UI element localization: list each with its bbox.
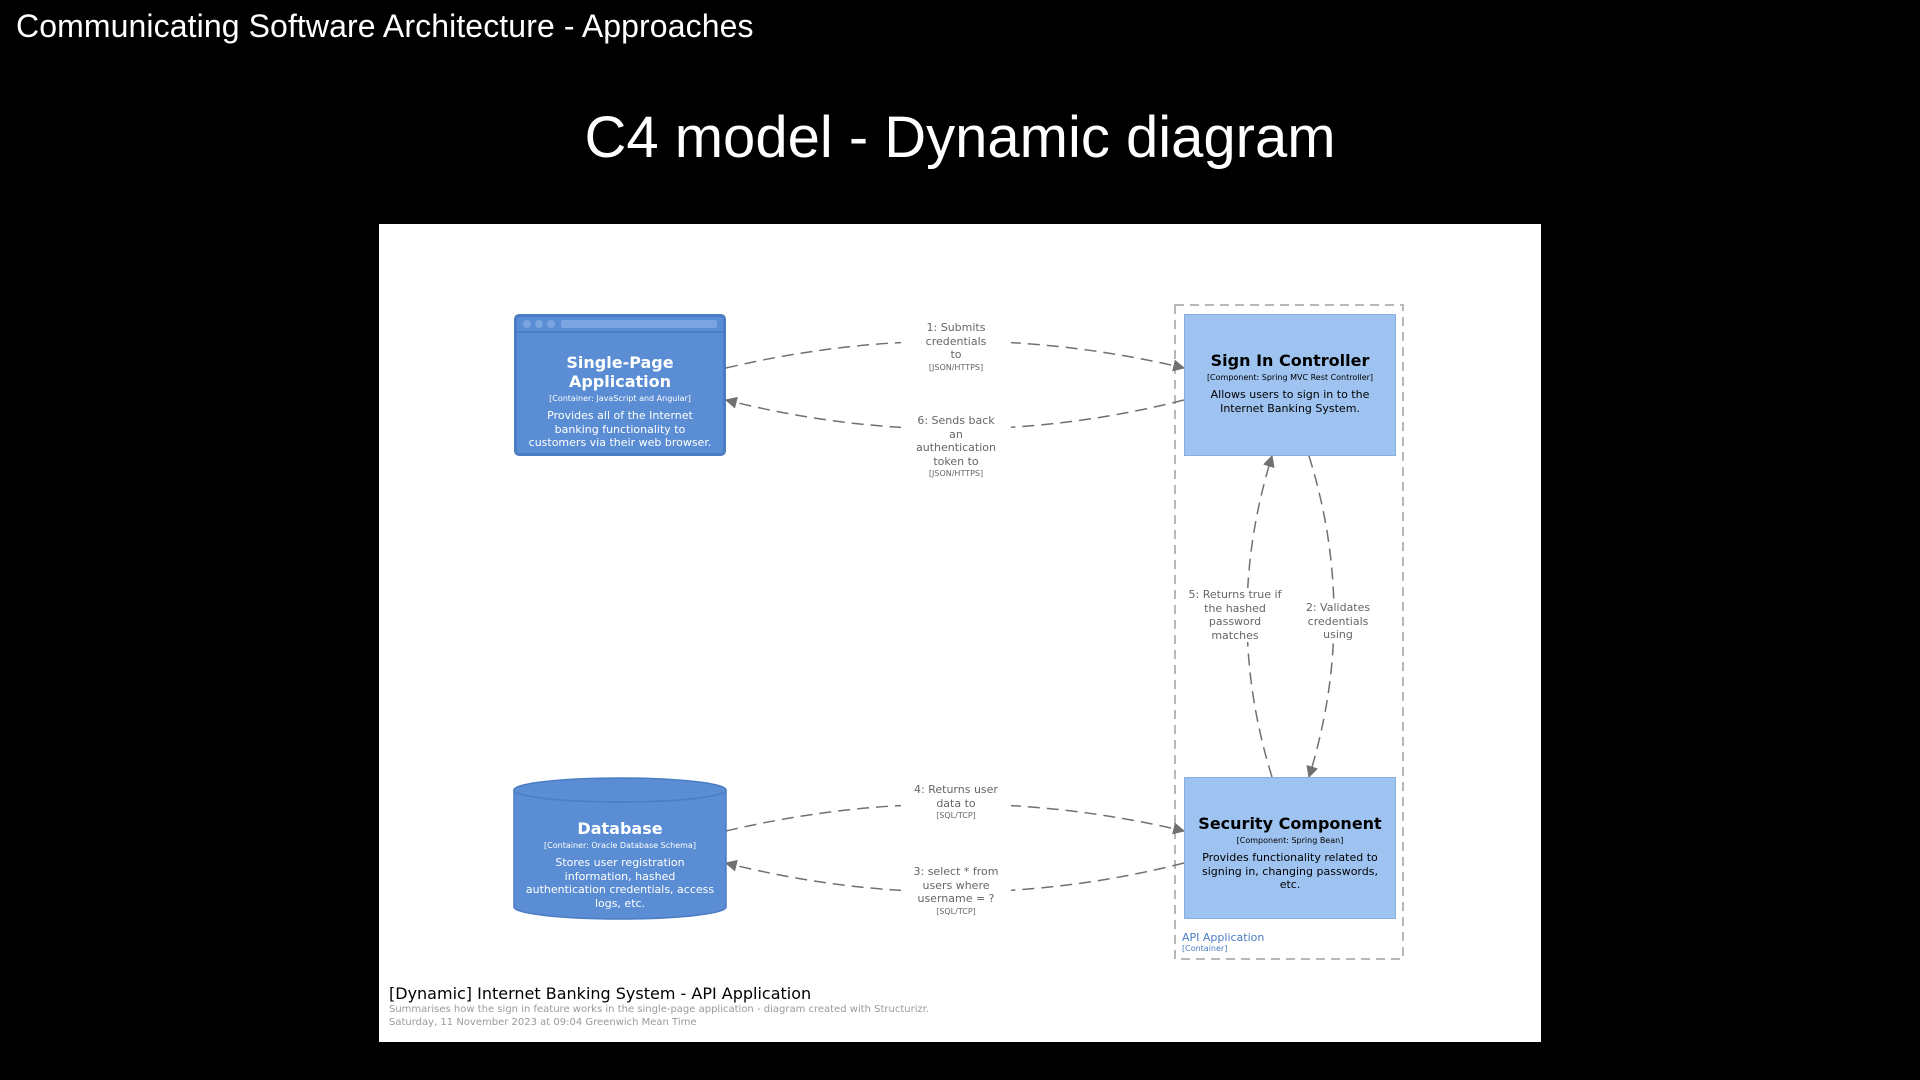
browser-address-bar xyxy=(561,320,717,328)
relationship-tech: [SQL/TCP] xyxy=(936,906,976,916)
relationship-text: 4: Returns user data to xyxy=(914,783,998,810)
security-component-node[interactable]: Security Component [Component: Spring Be… xyxy=(1184,777,1396,919)
relationship-text: 3: select * from users where username = … xyxy=(913,865,999,905)
relationship-tech: [JSON/HTTPS] xyxy=(928,469,984,478)
relationship-label-1: 1: Submits credentials to [JSON/HTTPS] xyxy=(901,321,1011,374)
diagram-canvas: Single-Page Application [Container: Java… xyxy=(379,224,1541,1042)
node-title: Database xyxy=(577,819,663,838)
browser-dot xyxy=(535,320,543,328)
node-title: Security Component xyxy=(1198,814,1382,833)
diagram-description: Summarises how the sign in feature works… xyxy=(389,1004,930,1015)
database-cylinder xyxy=(513,777,727,920)
single-page-application-node[interactable]: Single-Page Application [Container: Java… xyxy=(514,314,726,456)
node-description: Provides all of the Internet banking fun… xyxy=(528,409,712,449)
browser-bar xyxy=(517,317,723,333)
relationship-label-3: 3: select * from users where username = … xyxy=(901,865,1011,918)
node-title: Single-Page Application xyxy=(566,353,674,391)
browser-dot xyxy=(523,320,531,328)
relationship-tech: [JSON/HTTPS] xyxy=(928,362,984,372)
relationship-label-2: 2: Validates credentials using xyxy=(1297,601,1379,642)
relationship-text: 2: Validates credentials using xyxy=(1305,601,1371,641)
node-description: Provides functionality related to signin… xyxy=(1202,851,1378,891)
database-node[interactable]: Database [Container: Oracle Database Sch… xyxy=(514,777,726,919)
sign-in-controller-node[interactable]: Sign In Controller [Component: Spring MV… xyxy=(1184,314,1396,456)
browser-dot xyxy=(547,320,555,328)
node-title: Sign In Controller xyxy=(1210,351,1370,370)
boundary-type: [Container] xyxy=(1182,944,1228,953)
boundary-label: API Application [Container] xyxy=(1182,931,1264,953)
node-description: Allows users to sign in to the Internet … xyxy=(1210,388,1370,415)
relationship-text: 1: Submits credentials to xyxy=(925,321,987,361)
node-type: [Container: JavaScript and Angular] xyxy=(549,394,691,403)
node-description: Stores user registration information, ha… xyxy=(525,856,715,910)
relationship-label-4: 4: Returns user data to [SQL/TCP] xyxy=(901,783,1011,822)
slide-title: C4 model - Dynamic diagram xyxy=(584,105,1336,170)
relationship-text: 5: Returns true if the hashed password m… xyxy=(1188,588,1282,642)
relationship-text: 6: Sends back an authentication token to xyxy=(916,414,996,468)
slide-header: Communicating Software Architecture - Ap… xyxy=(16,8,754,44)
diagram-footer: [Dynamic] Internet Banking System - API … xyxy=(389,984,929,1029)
node-type: [Container: Oracle Database Schema] xyxy=(544,841,696,850)
api-application-boundary xyxy=(1174,304,1404,960)
relationship-tech: [SQL/TCP] xyxy=(936,811,976,820)
diagram-date: Saturday, 11 November 2023 at 09:04 Gree… xyxy=(389,1017,697,1028)
boundary-name: API Application xyxy=(1182,931,1265,944)
node-type: [Component: Spring MVC Rest Controller] xyxy=(1206,373,1374,382)
node-type: [Component: Spring Bean] xyxy=(1236,836,1344,845)
diagram-title: [Dynamic] Internet Banking System - API … xyxy=(389,984,812,1003)
relationship-label-6: 6: Sends back an authentication token to… xyxy=(901,414,1011,480)
relationship-label-5: 5: Returns true if the hashed password m… xyxy=(1187,588,1283,642)
